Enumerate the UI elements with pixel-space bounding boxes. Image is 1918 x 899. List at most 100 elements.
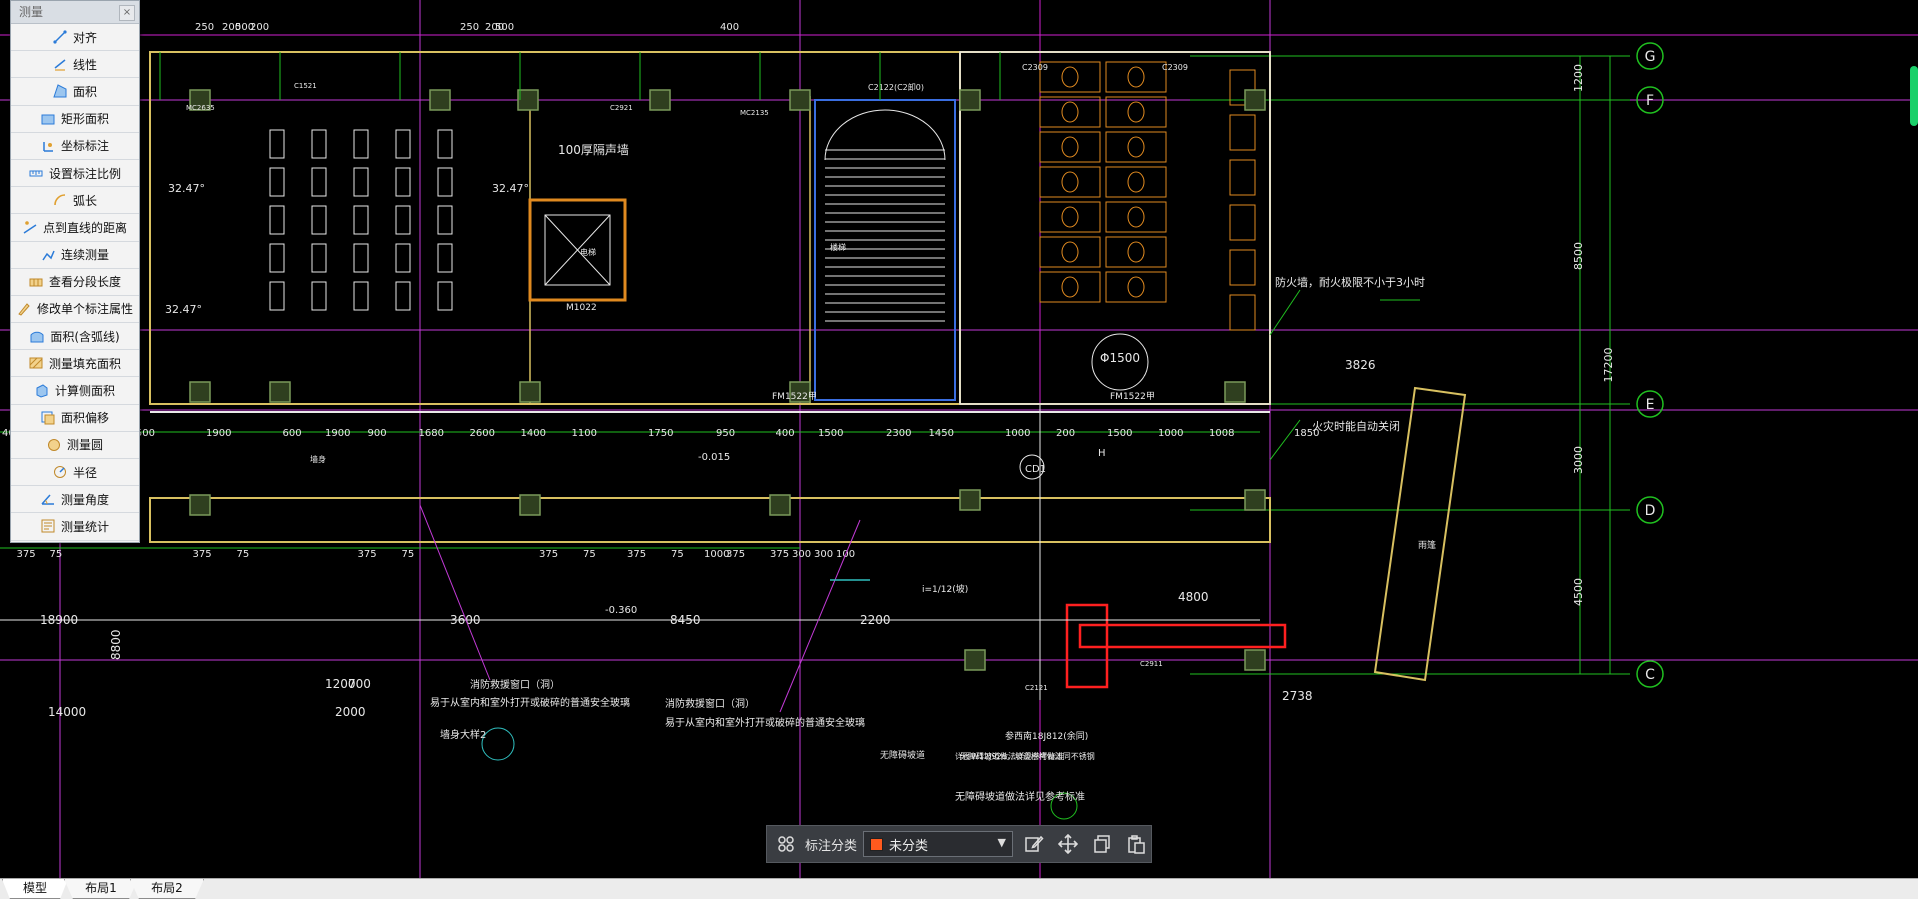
measure-tool-item[interactable]: 半径 [11,459,139,487]
grid-bubble-label: E [1646,397,1655,413]
vertical-scroll-indicator[interactable] [1910,66,1918,126]
grid-bubble [1636,390,1664,418]
dimension-text: 1900 [325,428,350,439]
circle-measure-icon [47,438,61,452]
measure-tool-item[interactable]: 修改单个标注属性 [11,296,139,324]
segment-length-icon [29,275,43,289]
toilet-stall [1105,271,1167,303]
toilet-fixture [1061,101,1079,123]
desk [437,129,453,159]
dimension-text: 2600 [470,428,495,439]
elevator-shaft [528,198,627,302]
drawing-annotation: C2122(C2卸0) [868,82,924,92]
move-icon[interactable] [1055,831,1081,857]
measure-tool-item[interactable]: 面积 [11,78,139,106]
drawing-annotation: 防火墙，耐火极限不小于3小时 [1275,275,1425,289]
dimension-text: 375 [770,549,789,560]
measure-tool-label: 点到直线的距离 [42,220,127,235]
measure-tool-item[interactable]: 点到直线的距离 [11,214,139,242]
toilet-fixture [1127,66,1145,88]
highlight-box [1065,603,1109,689]
toilet-fixture [1127,101,1145,123]
measure-tool-item[interactable]: 计算侧面积 [11,377,139,405]
measure-tool-item[interactable]: 面积偏移 [11,405,139,432]
desk [269,129,285,159]
drawing-annotation: C2309 [1162,63,1188,72]
dimension-text: 3600 [450,613,481,627]
measure-tool-label: 测量填充面积 [48,356,121,371]
desk [437,281,453,311]
toilet-fixture [1127,276,1145,298]
column [519,494,541,516]
grid-icon[interactable] [775,833,797,855]
paste-icon[interactable] [1123,831,1149,857]
dimension-text: 2738 [1282,689,1313,703]
drawing-annotation: 详图W12J926，坡道栏杆做法同不锈钢 [955,751,1095,761]
statistics-icon [41,519,55,533]
dimension-text: 300 [792,549,811,560]
dimension-category-toolbar: 标注分类 未分类 ▼ [766,825,1152,863]
measure-tool-label: 测量角度 [60,492,109,507]
dimension-text: 75 [583,549,596,560]
tab-model[interactable]: 模型 [2,879,68,899]
edit-icon[interactable] [1021,831,1047,857]
toilet-stall [1105,236,1167,268]
desk [353,129,369,159]
measure-tool-item[interactable]: 测量圆 [11,432,139,459]
measure-tool-item[interactable]: 矩形面积 [11,106,139,133]
measure-tool-item[interactable]: 查看分段长度 [11,269,139,296]
dimension-text: 950 [716,428,735,439]
cad-drawing-canvas[interactable]: GFEDC12008500172003000450040016001500190… [0,0,1918,878]
dimension-text: 250 [460,22,479,33]
toilet-stall [1105,131,1167,163]
toilet-fixture [1127,206,1145,228]
dimension-text: 700 [348,677,371,691]
drawing-annotation: 32.47° [168,182,205,195]
drawing-annotation: -0.360 [605,605,637,616]
dimension-text: 2000 [335,705,366,719]
drawing-annotation: M1022 [566,303,597,313]
category-select[interactable]: 未分类 ▼ [863,831,1014,857]
dimension-text: 1000 [1005,428,1030,439]
measure-tool-item[interactable]: 连续测量 [11,242,139,269]
column [1244,489,1266,511]
chevron-down-icon: ▼ [997,836,1007,849]
measure-tool-label: 对齐 [72,30,97,45]
column [964,649,986,671]
measure-tool-item[interactable]: 线性 [11,51,139,79]
measure-tool-item[interactable]: 面积(含弧线) [11,323,139,351]
drawing-annotation: 火灾时能自动关闭 [1312,419,1400,433]
measure-tool-item[interactable]: 测量角度 [11,486,139,514]
measure-tool-label: 修改单个标注属性 [36,302,133,317]
measure-tool-item[interactable]: 弧长 [11,187,139,215]
tab-layout1[interactable]: 布局1 [64,879,138,899]
dimension-text: 1500 [1107,428,1132,439]
leader-line [1269,419,1301,461]
dimension-text: 3826 [1345,358,1376,372]
measure-tool-item[interactable]: 对齐 [11,24,139,52]
measure-tool-item[interactable]: 坐标标注 [11,133,139,160]
toilet-stall [1039,201,1101,233]
dimension-text: 375 [17,549,36,560]
panel-title[interactable]: 测量 × [11,1,139,24]
measure-tool-label: 线性 [72,57,97,72]
drawing-annotation: 无障碍坡道做法详见参考标准 [955,790,1085,803]
corridor-wall-outline [149,497,1271,543]
close-icon[interactable]: × [119,5,135,21]
column [189,381,211,403]
ramp-outline [1373,386,1467,682]
drawing-annotation: Φ1500 [1100,351,1140,365]
measure-tool-item[interactable]: 测量统计 [11,513,139,541]
desk [395,167,411,197]
grid-bubble [1636,86,1664,114]
desk [437,243,453,273]
copy-icon[interactable] [1089,831,1115,857]
detail-bubble [1050,792,1078,820]
drawing-annotation: 楼梯 [830,242,846,252]
tab-layout2[interactable]: 布局2 [130,879,204,899]
grid-bubble [1636,496,1664,524]
urinal [1229,294,1256,331]
measure-tool-item[interactable]: 设置标注比例 [11,160,139,188]
measure-tool-item[interactable]: 测量填充面积 [11,350,139,378]
detail-bubble [481,727,515,761]
